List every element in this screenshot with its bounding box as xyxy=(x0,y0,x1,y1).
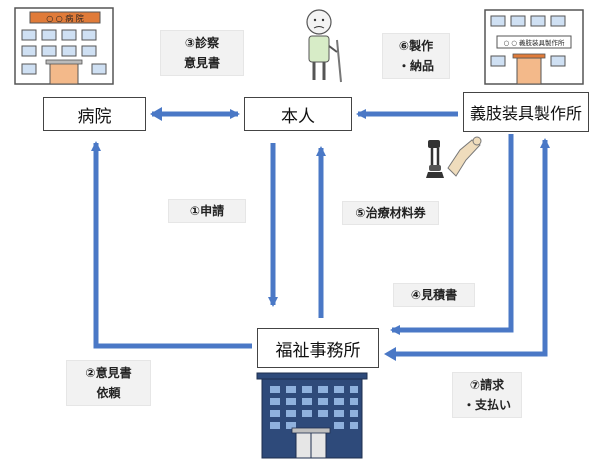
step3-label: ③診察 意見書 xyxy=(160,30,244,76)
hospital-sign: ○ ○ 病 院 xyxy=(46,13,84,23)
brace-icon xyxy=(426,140,444,178)
step6-line1: ⑥製作 xyxy=(398,39,434,53)
maker-sign: ○ ○ 義肢装具製作所 xyxy=(504,38,565,47)
office-building-icon xyxy=(256,372,368,459)
prosthetic-arm-icon xyxy=(447,136,482,177)
person-icon xyxy=(306,9,342,83)
hospital-building-icon: ○ ○ 病 院 xyxy=(14,7,114,85)
step7-line1: ⑦請求 xyxy=(469,378,505,392)
arrow-office-maker-billing xyxy=(392,138,550,357)
step3-line2: 意見書 xyxy=(183,56,220,70)
step7-line2: ・支払い xyxy=(462,398,511,412)
node-hospital: 病院 xyxy=(43,97,146,131)
step1-label: ①申請 xyxy=(168,199,246,223)
step2-line2: 依頼 xyxy=(96,386,121,400)
arrowhead-office-billing xyxy=(384,347,396,361)
arrowhead-hospital-left xyxy=(150,107,162,121)
node-patient: 本人 xyxy=(244,97,352,131)
step7-label: ⑦請求 ・支払い xyxy=(452,372,522,418)
node-office: 福祉事務所 xyxy=(257,328,379,368)
step2-line1: ②意見書 xyxy=(85,366,132,380)
arrow-maker-office-estimate xyxy=(390,134,514,335)
node-maker: 義肢装具製作所 xyxy=(463,92,589,132)
maker-building-icon: ○ ○ 義肢装具製作所 xyxy=(484,9,584,85)
arrow-office-hospital xyxy=(91,141,252,349)
step3-line1: ③診察 xyxy=(184,36,220,50)
step5-label: ⑤治療材料券 xyxy=(342,201,439,225)
step6-line2: ・納品 xyxy=(397,59,434,73)
step2-label: ②意見書 依頼 xyxy=(66,360,151,406)
step4-label: ④見積書 xyxy=(393,283,475,307)
step6-label: ⑥製作 ・納品 xyxy=(382,33,450,79)
